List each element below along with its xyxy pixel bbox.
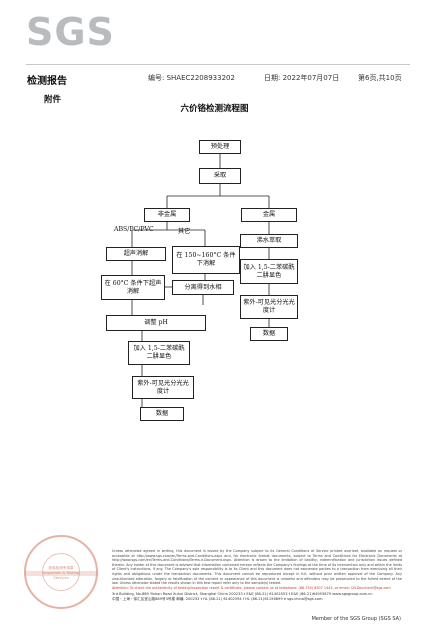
step-data-right: 数据 [250, 327, 288, 341]
flowchart-title: 六价铬检测流程图 [180, 104, 249, 114]
label-other: 其它 [178, 228, 191, 235]
step-uvvis-right: 紫外-可见光分光光度计 [240, 295, 298, 319]
sgs-logo: SGS [26, 10, 115, 54]
step-nonmetal: 非金属 [144, 208, 190, 222]
step-sampling: 采取 [199, 168, 241, 184]
stamp-text: 检验检测专用章 Inspection & Testing Services [42, 566, 80, 580]
annex-label: 附件 [44, 95, 62, 105]
step-boiling-water-extraction: 沸水萃取 [240, 234, 298, 248]
header-rule [26, 64, 410, 65]
step-add-dpc-left: 加入 1,5-二苯碳酰二肼显色 [128, 341, 190, 365]
step-add-dpc-right: 加入 1,5-二苯碳酰二肼显色 [240, 259, 298, 284]
step-separate-water-phase: 分离得到水相 [172, 280, 234, 295]
step-ultrasonic-60c: 在 60°C 条件下超声消解 [101, 275, 165, 300]
step-ultrasonic-digestion: 超声消解 [106, 247, 166, 261]
stamp-band [24, 571, 98, 576]
sgs-member-note: Member of the SGS Group (SGS SA) [311, 616, 401, 622]
authenticity-attention: Attention: To check the authenticity of … [112, 585, 391, 590]
step-adjust-ph: 调整 pH [106, 315, 206, 331]
legal-disclaimer: Unless otherwise agreed in writing, this… [112, 549, 402, 601]
label-abs-pc-pvc: ABS/PC/PVC [114, 226, 154, 233]
step-uvvis-left: 紫外-可见光分光光度计 [132, 376, 194, 399]
step-heat-digestion: 在 150~160°C 条件下消解 [172, 246, 240, 274]
report-title: 检测报告 [27, 76, 67, 87]
report-number: 编号: SHAEC2208933202 [148, 74, 235, 82]
step-data-left: 数据 [140, 407, 184, 421]
page-number: 第6页,共10页 [358, 74, 402, 82]
step-pretreatment: 预处理 [199, 140, 241, 154]
official-stamp-inner-ring [42, 553, 80, 591]
address-chinese: 中国・上海・徐汇区宜山路889号3号楼 邮编: 200233 t HL (86-… [112, 596, 323, 601]
step-metal: 金属 [241, 208, 297, 222]
report-date: 日期: 2022年07月07日 [264, 74, 340, 82]
address-english: 3rd Building, No.889 Yishan Road Xuhui D… [112, 592, 373, 597]
official-stamp [24, 535, 98, 609]
